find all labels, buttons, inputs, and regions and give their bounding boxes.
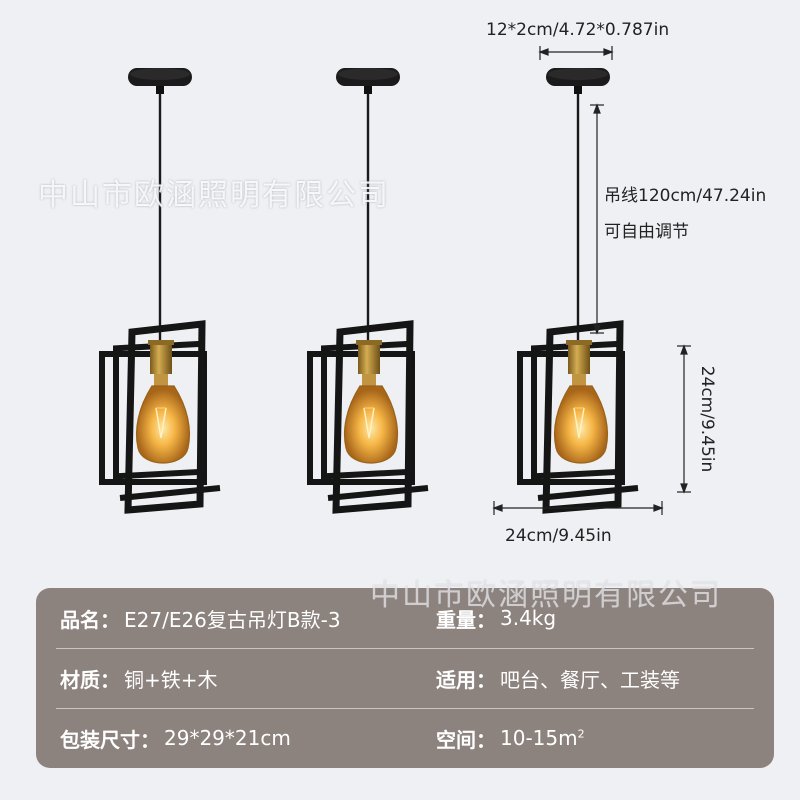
watermark-top: 中山市欧涵照明有限公司	[38, 178, 390, 213]
canopy-dimension-label: 12*2cm/4.72*0.787in	[486, 20, 670, 40]
pendant-lamp-3	[520, 68, 638, 510]
space-label: 空间：	[436, 727, 496, 752]
material-label: 材质：	[60, 667, 120, 692]
spec-row: 品名： E27/E26复古吊灯B款-3 重量： 3.4kg	[36, 588, 774, 648]
cord-dimension-line	[590, 103, 604, 335]
row-divider	[56, 648, 754, 649]
weight-label: 重量：	[436, 607, 496, 632]
usage-value: 吧台、餐厅、工装等	[500, 667, 680, 692]
spec-row: 材质： 铜+铁+木 适用： 吧台、餐厅、工装等	[36, 648, 774, 708]
space-value: 10-15m2	[500, 726, 585, 750]
row-divider	[56, 708, 754, 709]
pendant-lamp-1	[102, 68, 220, 510]
material-value: 铜+铁+木	[124, 667, 218, 692]
space-value-number: 10-15m	[500, 726, 578, 750]
space-unit-superscript: 2	[577, 727, 585, 741]
pendant-lamp-2	[310, 68, 428, 510]
usage-label: 适用：	[436, 667, 496, 692]
height-dimension-line	[677, 344, 691, 494]
width-dimension-line	[492, 501, 664, 515]
package-size-value: 29*29*21cm	[164, 726, 291, 750]
product-name-label: 品名：	[60, 607, 120, 632]
spec-row: 包装尺寸： 29*29*21cm 空间： 10-15m2	[36, 708, 774, 768]
canopy-dimension-line	[538, 46, 614, 60]
cord-length-label: 吊线120cm/47.24in	[604, 186, 767, 206]
weight-value: 3.4kg	[500, 606, 557, 630]
height-dimension-label: 24cm/9.45in	[697, 365, 717, 473]
watermark-bottom: 中山市欧涵照明有限公司	[370, 578, 722, 613]
product-name-value: E27/E26复古吊灯B款-3	[124, 607, 341, 632]
cord-adjustable-note: 可自由调节	[604, 222, 689, 242]
width-dimension-label: 24cm/9.45in	[505, 526, 612, 546]
spec-panel: 品名： E27/E26复古吊灯B款-3 重量： 3.4kg 材质： 铜+铁+木 …	[36, 588, 774, 768]
package-size-label: 包装尺寸：	[60, 727, 160, 752]
